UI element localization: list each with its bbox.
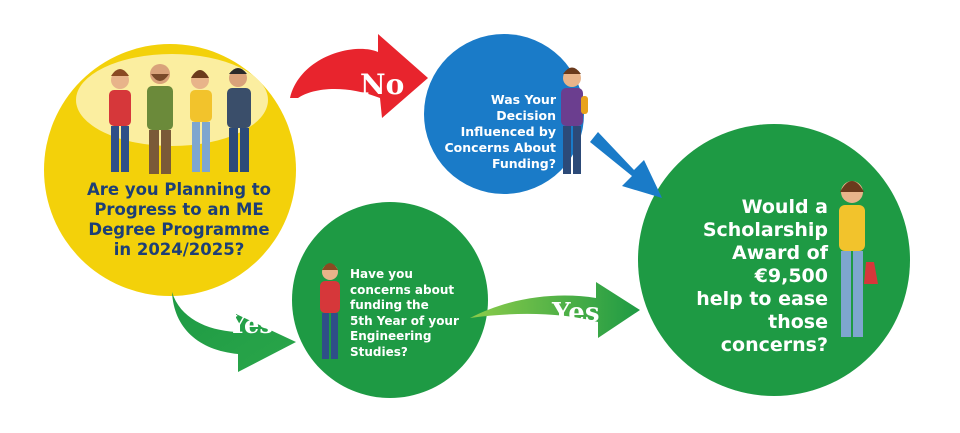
concerns-question-text: Have you concerns about funding the 5th … [350,267,459,359]
yes-arrow-second [470,282,640,338]
scholarship-question-text: Would a Scholarship Award of €9,500 help… [696,196,828,356]
student-with-phone-illustration [839,181,878,337]
yes-label-second: Yes [552,298,600,328]
no-label: No [360,68,405,101]
group-of-four-students-illustration [76,54,268,174]
concerns-node-circle [292,202,488,398]
blue-arrow [590,132,662,198]
student-with-notebook-illustration [320,263,340,359]
decision-node-circle [424,34,584,194]
yes-label-first: Yes [229,310,273,339]
decision-question-text: Was Your Decision Influenced by Concerns… [444,92,557,171]
no-arrow [290,34,428,118]
start-question-text: Are you Planning to Progress to an ME De… [87,180,271,259]
student-with-backpack-illustration [561,67,588,174]
yes-arrow-first [172,292,296,372]
